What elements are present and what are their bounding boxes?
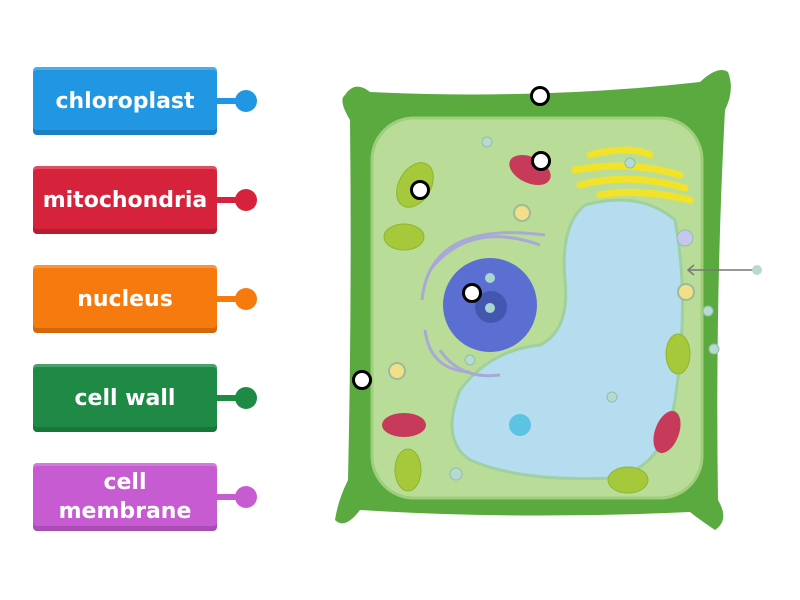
label-pin[interactable] <box>235 288 257 310</box>
vacuole <box>450 198 684 481</box>
label-cell-wall[interactable]: cell wall <box>33 364 217 432</box>
label-text: mitochondria <box>42 187 208 213</box>
drop-target[interactable] <box>462 283 482 303</box>
label-pin[interactable] <box>235 486 257 508</box>
label-text: cell membrane <box>58 470 192 524</box>
label-text: nucleus <box>77 286 173 312</box>
drop-target[interactable] <box>531 151 551 171</box>
label-text: cell wall <box>74 385 176 411</box>
label-text: chloroplast <box>55 88 195 114</box>
label-pin[interactable] <box>235 189 257 211</box>
ribosomes <box>449 136 720 481</box>
vacuole-spot <box>509 414 531 436</box>
label-chloroplast[interactable]: chloroplast <box>33 67 217 135</box>
pointer-arrow <box>686 264 757 276</box>
label-pin[interactable] <box>235 387 257 409</box>
label-pin[interactable] <box>235 90 257 112</box>
drop-target[interactable] <box>352 370 372 390</box>
label-connector <box>217 296 241 302</box>
label-nucleus[interactable]: nucleus <box>33 265 217 333</box>
label-connector <box>217 197 241 203</box>
label-connector <box>217 395 241 401</box>
label-connector <box>217 494 241 500</box>
drop-target[interactable] <box>530 86 550 106</box>
drop-target[interactable] <box>410 180 430 200</box>
label-cell-membrane[interactable]: cell membrane <box>33 463 217 531</box>
pointer-end <box>752 265 762 275</box>
label-mitochondria[interactable]: mitochondria <box>33 166 217 234</box>
endoplasmic-reticulum <box>420 231 546 378</box>
label-connector <box>217 98 241 104</box>
vesicles <box>388 204 695 380</box>
